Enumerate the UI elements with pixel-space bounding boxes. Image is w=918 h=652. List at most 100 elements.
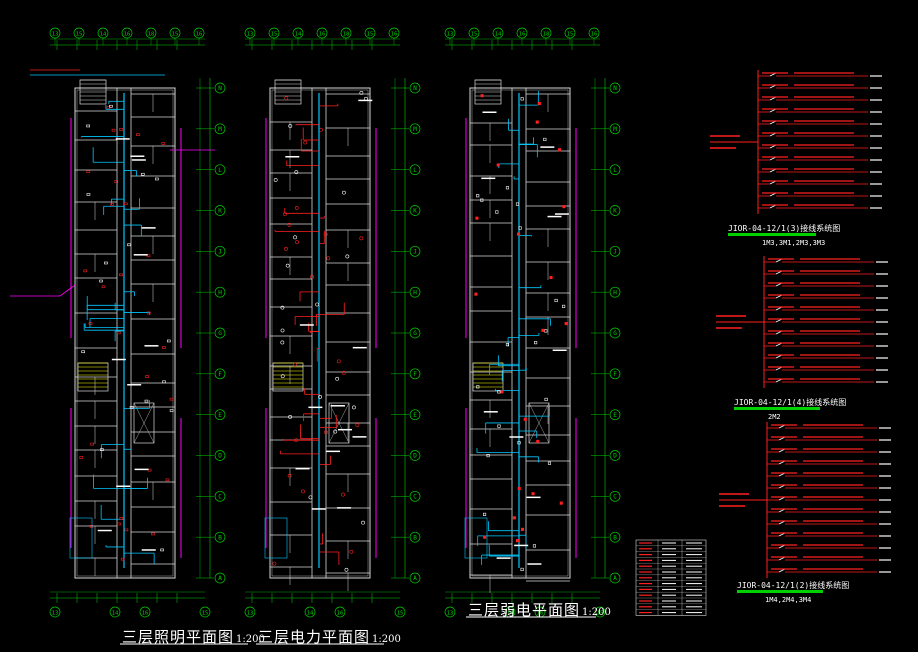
system-diagram-subtitle-3: 1M4,2M4,3M4 <box>765 596 812 604</box>
power-outlet <box>284 246 288 251</box>
data-outlet <box>515 202 520 206</box>
axis-number-bottom: 13 <box>247 611 254 617</box>
power-outlet <box>310 274 315 279</box>
power-outlet <box>342 190 346 195</box>
axis-letter: C <box>413 494 417 501</box>
axis-number-top: 15 <box>567 32 574 38</box>
building-outline-inner <box>271 89 369 577</box>
power-outlet <box>273 178 278 182</box>
system-diagram-subtitle-2: 2M2 <box>768 413 781 421</box>
data-outlet <box>496 163 500 167</box>
power-outlet <box>303 140 308 145</box>
power-outlet <box>349 549 354 554</box>
axis-letter: M <box>413 126 417 133</box>
elevator-cross <box>133 402 155 444</box>
light-fixture <box>119 273 123 277</box>
light-fixture <box>109 104 113 108</box>
axis-bubble-right <box>609 450 621 461</box>
axis-number-top: 15 <box>172 32 179 38</box>
axis-letter: G <box>218 330 222 337</box>
axis-bubble-right <box>409 368 421 380</box>
light-fixture <box>104 261 108 265</box>
system-diagram-underline-1 <box>728 233 816 236</box>
light-fixture <box>124 528 129 532</box>
axis-bubble-right <box>214 572 226 584</box>
power-outlet <box>294 206 299 210</box>
data-outlet <box>495 210 499 214</box>
axis-bubble-right <box>214 450 226 461</box>
axis-letter: H <box>413 289 417 296</box>
light-fixture <box>155 177 159 181</box>
power-outlet <box>284 96 289 101</box>
light-fixture <box>169 397 174 401</box>
building-outline-inner <box>76 89 174 577</box>
light-fixture <box>111 128 116 132</box>
power-outlet <box>288 414 293 419</box>
axis-bubble-right <box>214 82 226 94</box>
axis-number-top: 15 <box>367 32 374 38</box>
elevator-shaft <box>528 402 550 444</box>
axis-letter: N <box>218 85 222 92</box>
axis-letter: H <box>218 289 222 296</box>
elevator-shaft <box>328 402 350 444</box>
data-outlet <box>536 439 540 443</box>
elevator-cross <box>528 402 550 444</box>
data-outlet <box>532 544 536 548</box>
data-outlet <box>516 232 521 236</box>
axis-bubble-right <box>609 368 621 380</box>
axis-number-bottom: 16 <box>142 611 149 617</box>
power-outlet <box>335 376 340 381</box>
axis-letter: C <box>218 494 222 501</box>
light-fixture <box>165 478 170 482</box>
axis-letter: K <box>218 208 222 215</box>
power-outlet <box>359 236 364 241</box>
data-outlet <box>534 341 538 345</box>
power-outlet <box>294 170 299 175</box>
light-fixture <box>161 142 166 145</box>
system-diagram-underline-3 <box>737 590 823 593</box>
axis-number-bottom: 15 <box>397 611 404 617</box>
building-outline <box>74 87 176 579</box>
axis-number-top: 16 <box>591 32 598 38</box>
axis-letter: N <box>413 85 417 92</box>
data-outlet <box>531 492 535 496</box>
axis-bubble-right <box>409 531 421 543</box>
light-fixture <box>110 203 115 207</box>
axis-letter: M <box>613 126 617 133</box>
axis-bubble-right <box>409 82 421 94</box>
system-diagram-title-3: JIOR-04-12/1(2)接线系统图 <box>737 581 850 590</box>
axis-bubble-bottom <box>594 606 606 618</box>
system-diagram-title-2: JIOR-04-12/1(4)接线系统图 <box>734 398 847 407</box>
light-fixture <box>86 124 90 128</box>
axis-number-bottom: 15 <box>597 611 604 617</box>
light-fixture <box>136 133 140 136</box>
data-outlet <box>475 216 479 220</box>
axis-number-top: 13 <box>447 32 454 38</box>
light-fixture <box>99 279 103 283</box>
power-outlet <box>323 232 328 237</box>
power-outlet <box>287 473 292 478</box>
light-fixture <box>169 409 174 412</box>
axis-bubble-right <box>409 205 421 216</box>
data-outlet <box>537 101 541 106</box>
data-outlet <box>483 535 487 539</box>
axis-number-bottom: 14 <box>307 611 314 617</box>
axis-letter: E <box>218 412 222 419</box>
data-outlet <box>518 226 522 230</box>
system-diagram-underline-2 <box>734 407 820 410</box>
axis-bubble-right <box>409 286 421 298</box>
light-fixture <box>166 339 171 343</box>
axis-number-top: 18 <box>543 32 550 38</box>
light-fixture <box>140 172 145 176</box>
axis-bubble-right <box>214 327 226 339</box>
axis-letter: M <box>218 126 222 133</box>
data-outlet <box>562 304 566 308</box>
axis-bubble-bottom <box>244 606 256 618</box>
elevator-shaft <box>133 402 155 444</box>
light-fixture <box>117 522 121 526</box>
light-fixture <box>100 448 104 451</box>
data-outlet <box>517 441 521 445</box>
